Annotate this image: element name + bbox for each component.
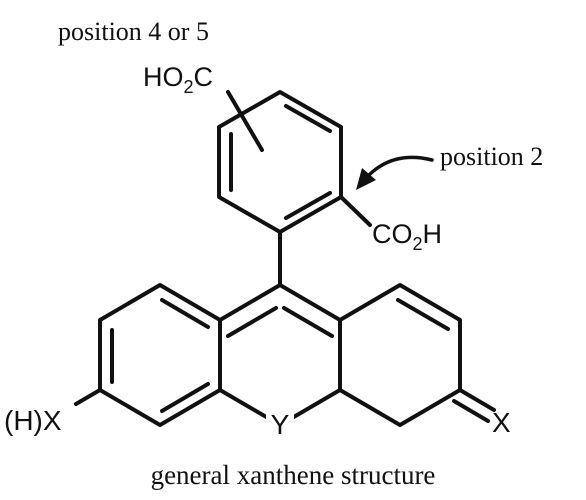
carboxyl-right-bond: [339, 195, 372, 227]
right-substituent-label: X: [492, 407, 511, 438]
position-4-or-5-label: position 4 or 5: [58, 17, 209, 46]
carboxyl-top-bond: [226, 90, 264, 152]
position-2-arrowhead: [356, 168, 376, 190]
y-label-mask: [266, 408, 294, 438]
caption: general xanthene structure: [151, 460, 436, 490]
xanthene-core: [74, 283, 496, 427]
carboxyl-right-label: CO2H: [372, 219, 442, 254]
carboxyl-top-label: HO2C: [143, 62, 213, 97]
left-substituent-label: (H)X: [4, 405, 62, 436]
ring-heteroatom-label: Y: [271, 409, 290, 440]
position-2-arrow: [364, 155, 434, 180]
phenyl-ring: [217, 90, 343, 234]
position-2-label: position 2: [440, 142, 543, 171]
